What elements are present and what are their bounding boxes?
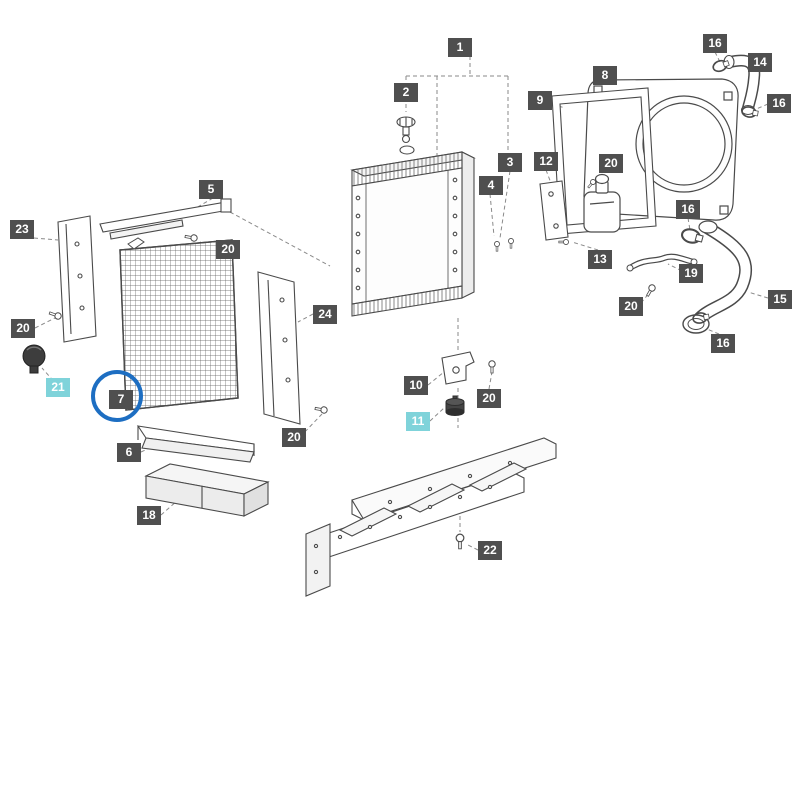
upper-hose-part [723, 54, 761, 116]
part-label-10[interactable]: 10 [404, 376, 428, 395]
part-label-20[interactable]: 20 [216, 240, 240, 259]
part-label-5[interactable]: 5 [199, 180, 223, 199]
upper-bracket-part [99, 198, 232, 240]
reservoir-bracket-part [539, 180, 569, 241]
part-label-22[interactable]: 22 [478, 541, 502, 560]
part-label-23[interactable]: 23 [10, 220, 34, 239]
mount-bracket-part [441, 351, 475, 385]
part-label-3[interactable]: 3 [498, 153, 522, 172]
foam-seal-part [144, 463, 270, 517]
part-label-19[interactable]: 19 [679, 264, 703, 283]
right-side-panel-part [257, 271, 301, 425]
part-label-18[interactable]: 18 [137, 506, 161, 525]
reservoir-tank-part [583, 173, 621, 233]
radiator-part [350, 145, 476, 317]
part-label-12[interactable]: 12 [534, 152, 558, 171]
part-label-21[interactable]: 21 [46, 378, 70, 397]
part-label-20[interactable]: 20 [599, 154, 623, 173]
part-label-24[interactable]: 24 [313, 305, 337, 324]
part-label-16[interactable]: 16 [767, 94, 791, 113]
part-label-20[interactable]: 20 [282, 428, 306, 447]
part-label-16[interactable]: 16 [711, 334, 735, 353]
part-label-4[interactable]: 4 [479, 176, 503, 195]
part-label-16[interactable]: 16 [676, 200, 700, 219]
left-side-panel-part [57, 215, 97, 343]
rubber-mount-part [445, 395, 465, 416]
part-label-20[interactable]: 20 [11, 319, 35, 338]
debris-screen-part [119, 237, 239, 411]
part-label-14[interactable]: 14 [748, 53, 772, 72]
part-label-13[interactable]: 13 [588, 250, 612, 269]
part-label-20[interactable]: 20 [619, 297, 643, 316]
part-label-20[interactable]: 20 [477, 389, 501, 408]
part-label-7[interactable]: 7 [109, 390, 133, 409]
lower-bracket-part [136, 425, 255, 463]
part-label-6[interactable]: 6 [117, 443, 141, 462]
part-label-1[interactable]: 1 [448, 38, 472, 57]
lower-hose-part [682, 220, 753, 334]
part-label-2[interactable]: 2 [394, 83, 418, 102]
part-label-9[interactable]: 9 [528, 91, 552, 110]
part-label-11[interactable]: 11 [406, 412, 430, 431]
part-label-16[interactable]: 16 [703, 34, 727, 53]
part-label-15[interactable]: 15 [768, 290, 792, 309]
drain-knob-part [22, 344, 46, 374]
part-label-8[interactable]: 8 [593, 66, 617, 85]
radiator-cap-part [396, 116, 416, 144]
fan-shroud-part [583, 78, 739, 221]
chassis-frame-part [305, 437, 557, 597]
